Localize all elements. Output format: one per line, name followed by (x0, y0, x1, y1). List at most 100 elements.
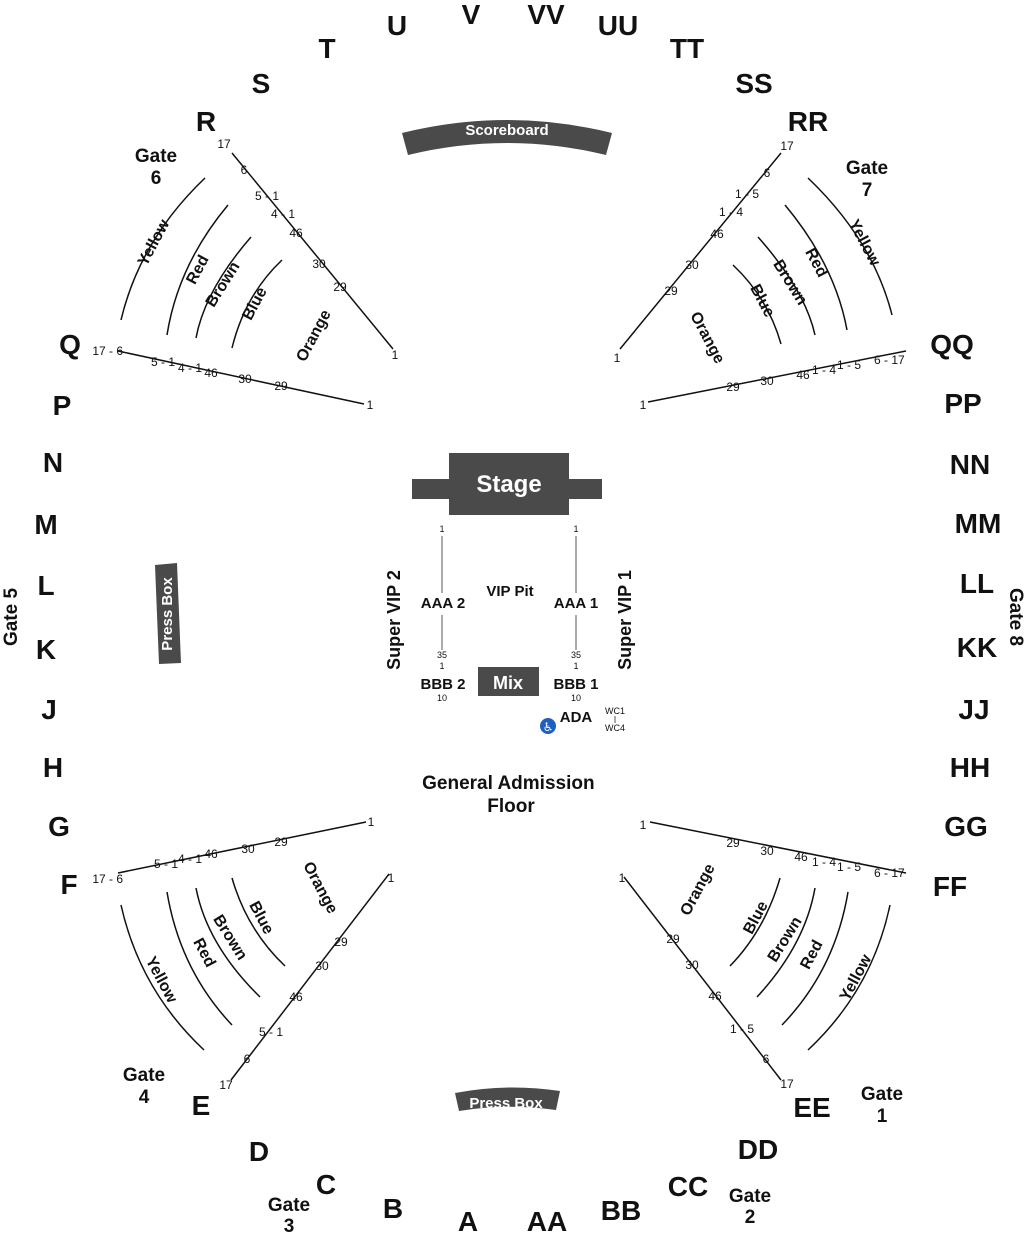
section-t[interactable]: T (318, 33, 335, 64)
ada-label[interactable]: ADA (560, 709, 593, 726)
aaa-2-label[interactable]: AAA 2 (421, 595, 465, 612)
tier-line-brown-br (756, 887, 816, 998)
row-30-bl-front: 30 (241, 842, 255, 856)
section-jj[interactable]: JJ (958, 694, 989, 725)
section-h[interactable]: H (43, 752, 63, 783)
section-u[interactable]: U (387, 10, 407, 41)
wedge-bottom-right: Yellow Red Brown Blue Orange 1 29 30 46 … (619, 818, 907, 1091)
section-p[interactable]: P (53, 390, 72, 421)
row-29-br-front: 29 (726, 836, 740, 850)
section-c[interactable]: C (316, 1169, 336, 1200)
aaa-1-label[interactable]: AAA 1 (554, 595, 598, 612)
section-mm[interactable]: MM (955, 508, 1002, 539)
section-n[interactable]: N (43, 447, 63, 478)
stage-block (449, 453, 569, 515)
section-r[interactable]: R (196, 106, 216, 137)
row-1-5-tr-top: 1 - 5 (735, 187, 759, 201)
section-kk[interactable]: KK (957, 632, 997, 663)
wedge-bl-radial-line (230, 873, 390, 1081)
section-pp[interactable]: PP (944, 388, 981, 419)
wedge-tl-radial-line (231, 152, 394, 350)
section-m[interactable]: M (34, 509, 57, 540)
wheelchair-glyph-icon: ♿ (543, 720, 554, 734)
press-box-bottom-shape (455, 1087, 560, 1111)
section-bb[interactable]: BB (601, 1195, 641, 1226)
tier-line-red-br (781, 891, 849, 1026)
section-ff[interactable]: FF (933, 871, 967, 902)
section-l[interactable]: L (37, 570, 54, 601)
general-admission-floor-label[interactable]: General Admission Floor (422, 773, 600, 817)
section-ee[interactable]: EE (793, 1092, 830, 1123)
section-k[interactable]: K (36, 634, 56, 665)
section-ll[interactable]: LL (960, 568, 994, 599)
tier-line-brown-tl (195, 236, 252, 339)
section-rr[interactable]: RR (788, 106, 828, 137)
aaa-2-row-35: 35 (437, 650, 447, 660)
gate-5-label: Gate 5 (1, 588, 22, 647)
section-tt[interactable]: TT (670, 33, 704, 64)
tier-label-red-tl[interactable]: Red (183, 253, 212, 288)
section-vv[interactable]: VV (527, 0, 565, 30)
wedge-top-left: Yellow Red Brown Blue Orange 17 6 5 - 1 … (92, 137, 398, 412)
section-hh[interactable]: HH (950, 752, 990, 783)
section-g[interactable]: G (48, 811, 70, 842)
row-1-tl-front: 1 (367, 398, 374, 412)
row-1-br-front: 1 (640, 818, 647, 832)
tier-label-yellow-tl[interactable]: Yellow (135, 216, 174, 268)
tier-label-orange-tr[interactable]: Orange (686, 309, 727, 367)
tier-label-orange-br[interactable]: Orange (677, 861, 718, 919)
row-6-br-radial: 6 (763, 1052, 770, 1066)
tier-label-blue-bl[interactable]: Blue (245, 899, 276, 938)
press-box-side-shape (155, 563, 181, 664)
row-46-br-front: 46 (794, 850, 808, 864)
section-b[interactable]: B (383, 1193, 403, 1224)
section-qq[interactable]: QQ (930, 329, 974, 360)
section-a[interactable]: A (458, 1206, 478, 1235)
section-q[interactable]: Q (59, 329, 81, 360)
press-box-side[interactable]: Press Box (155, 563, 181, 664)
tier-label-brown-tr[interactable]: Brown (769, 257, 810, 308)
section-gg[interactable]: GG (944, 811, 988, 842)
section-cc[interactable]: CC (668, 1171, 708, 1202)
section-nn[interactable]: NN (950, 449, 990, 480)
row-17-6-tl-front: 17 - 6 (92, 344, 123, 358)
section-aa[interactable]: AA (527, 1206, 567, 1235)
press-box-bottom[interactable]: Press Box (455, 1087, 560, 1112)
section-j[interactable]: J (41, 694, 57, 725)
tier-label-red-br[interactable]: Red (797, 938, 826, 973)
tier-label-orange-tl[interactable]: Orange (293, 307, 334, 365)
aaa-1-row-1: 1 (573, 524, 578, 534)
section-ss[interactable]: SS (735, 68, 772, 99)
row-4-1-tl-top: 4 - 1 (271, 207, 295, 221)
tier-label-red-tr[interactable]: Red (801, 246, 830, 281)
section-e[interactable]: E (192, 1090, 211, 1121)
section-f[interactable]: F (60, 869, 77, 900)
row-1-br-radial: 1 (619, 871, 626, 885)
super-vip-1-label[interactable]: Super VIP 1 (615, 570, 635, 670)
section-d[interactable]: D (249, 1136, 269, 1167)
super-vip-2-label[interactable]: Super VIP 2 (384, 570, 404, 670)
section-s[interactable]: S (252, 68, 271, 99)
section-v[interactable]: V (462, 0, 481, 30)
tier-label-red-bl[interactable]: Red (189, 936, 218, 971)
stage[interactable]: Stage (412, 453, 602, 515)
tier-label-blue-br[interactable]: Blue (740, 899, 771, 938)
vip-pit-label[interactable]: VIP Pit (486, 583, 533, 600)
tier-label-blue-tr[interactable]: Blue (746, 282, 777, 321)
tier-label-yellow-br[interactable]: Yellow (837, 951, 876, 1003)
tier-label-blue-tl[interactable]: Blue (239, 285, 270, 324)
bbb-2-label[interactable]: BBB 2 (420, 676, 465, 693)
tier-label-brown-br[interactable]: Brown (765, 914, 806, 965)
tier-label-yellow-tr[interactable]: Yellow (845, 217, 884, 269)
section-uu[interactable]: UU (598, 10, 638, 41)
bbb-1-label[interactable]: BBB 1 (553, 676, 598, 693)
tier-line-blue-br (729, 877, 781, 967)
row-1-5-br-front: 1 - 5 (837, 860, 861, 874)
section-dd[interactable]: DD (738, 1134, 778, 1165)
tier-line-red-tl (166, 204, 229, 336)
row-17-bl-radial: 17 (219, 1078, 233, 1092)
tier-label-orange-bl[interactable]: Orange (299, 859, 340, 917)
